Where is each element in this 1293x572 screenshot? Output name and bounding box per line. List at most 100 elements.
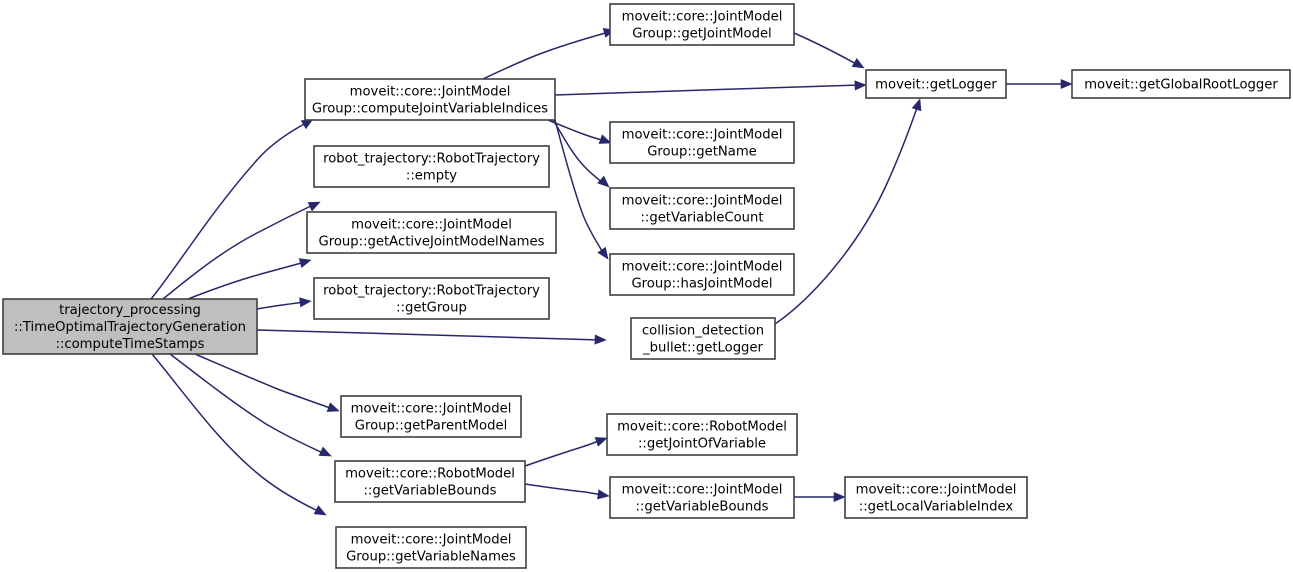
node-rect[interactable] — [1071, 69, 1291, 99]
edge-line — [524, 483, 604, 496]
node-rect[interactable] — [313, 277, 550, 320]
arrow-head-icon — [313, 505, 327, 516]
node-moveit-core-jointmodel-getlocalvariableindex[interactable]: moveit::core::JointModel::getLocalVariab… — [844, 476, 1028, 519]
edge-line — [150, 121, 309, 300]
arrow-head-icon — [307, 201, 321, 212]
node-label-line: ::getVariableBounds — [363, 484, 496, 499]
edge-line — [524, 439, 602, 467]
node-label: moveit::getLogger — [875, 78, 997, 93]
node-label-line: ::getGroup — [396, 301, 467, 316]
node-rect[interactable] — [306, 211, 557, 254]
node-collision-detection-bullet-getlogger[interactable]: collision_detection_bullet::getLogger — [630, 317, 776, 360]
edge-n15-to-n17 — [1006, 78, 1073, 90]
node-label-line: moveit::getLogger — [875, 78, 997, 93]
node-label-line: moveit::core::RobotModel — [345, 467, 515, 482]
node-rect[interactable] — [340, 395, 522, 438]
node-moveit-core-robotmodel-getjointofvariable[interactable]: moveit::core::RobotModel::getJointOfVari… — [606, 413, 798, 456]
edge-line — [554, 84, 861, 96]
node-rect[interactable] — [609, 476, 795, 519]
arrow-head-icon — [597, 246, 609, 260]
node-rect[interactable] — [609, 187, 795, 230]
node-rect[interactable] — [609, 3, 795, 46]
node-label-line: ::getVariableCount — [640, 211, 763, 226]
node-label-line: _bullet::getLogger — [642, 341, 764, 356]
node-label-line: ::empty — [406, 169, 457, 184]
edge-line — [774, 104, 919, 325]
node-moveit-getlogger[interactable]: moveit::getLogger — [865, 69, 1007, 99]
node-moveit-core-jointmodel-getvariablebounds[interactable]: moveit::core::JointModel::getVariableBou… — [609, 476, 795, 519]
node-label-line: moveit::core::JointModel — [350, 85, 511, 100]
node-robot-trajectory-robottrajectory-empty[interactable]: robot_trajectory::RobotTrajectory::empty — [313, 145, 550, 188]
arrow-head-icon — [597, 175, 610, 188]
node-label-line: moveit::core::JointModel — [351, 218, 512, 233]
node-rect[interactable] — [865, 69, 1007, 99]
node-rect[interactable] — [630, 317, 776, 360]
edge-n0-to-n6 — [169, 353, 332, 457]
node-rect[interactable] — [335, 526, 527, 569]
edge-n12-to-n15 — [774, 98, 922, 325]
node-label-line: ::TimeOptimalTrajectoryGeneration — [14, 320, 246, 335]
arrow-head-icon — [299, 297, 312, 308]
node-rect[interactable] — [609, 121, 795, 164]
node-trajectory-processing-timeoptimaltrajectorygeneration-comput[interactable]: trajectory_processing::TimeOptimalTrajec… — [2, 298, 258, 355]
node-moveit-core-robotmodel-getvariablebounds[interactable]: moveit::core::RobotModel::getVariableBou… — [334, 460, 526, 503]
arrow-head-icon — [594, 437, 608, 447]
edge-line — [552, 119, 605, 185]
node-layer: trajectory_processing::TimeOptimalTrajec… — [2, 3, 1291, 569]
node-rect[interactable] — [334, 460, 526, 503]
node-label-line: ::getLocalVariableIndex — [859, 500, 1014, 515]
edge-line — [554, 119, 605, 255]
node-label: moveit::core::RobotModel::getJointOfVari… — [617, 420, 787, 452]
node-label: moveit::core::JointModel::getVariableBou… — [622, 483, 783, 515]
node-rect[interactable] — [313, 145, 550, 188]
edge-n0-to-n12 — [256, 329, 607, 345]
arrow-head-icon — [298, 258, 312, 268]
edge-n0-to-n2 — [162, 201, 321, 300]
arrow-head-icon — [597, 489, 610, 500]
arrow-head-icon — [1060, 78, 1073, 90]
edge-layer — [150, 28, 1073, 516]
node-label: collision_detection_bullet::getLogger — [642, 324, 764, 356]
node-label-line: Group::getName — [647, 145, 757, 160]
node-label-line: trajectory_processing — [59, 303, 201, 318]
edge-n1-to-n10 — [552, 119, 610, 188]
node-rect[interactable] — [844, 476, 1028, 519]
arrow-head-icon — [318, 446, 332, 457]
node-rect[interactable] — [304, 78, 556, 121]
arrow-head-icon — [911, 98, 922, 112]
node-label: robot_trajectory::RobotTrajectory::empty — [323, 152, 540, 184]
node-label-line: ::computeTimeStamps — [55, 337, 204, 352]
arrow-head-icon — [854, 80, 867, 91]
node-robot-trajectory-robottrajectory-getgroup[interactable]: robot_trajectory::RobotTrajectory::getGr… — [313, 277, 550, 320]
edge-n0-to-n4 — [256, 297, 312, 310]
edge-n1-to-n11 — [554, 119, 609, 260]
node-label: trajectory_processing::TimeOptimalTrajec… — [14, 303, 246, 352]
node-rect[interactable] — [606, 413, 798, 456]
node-moveit-getglobalrootlogger[interactable]: moveit::getGlobalRootLogger — [1071, 69, 1291, 99]
edge-n1-to-n8 — [482, 28, 616, 80]
node-label: moveit::core::RobotModel::getVariableBou… — [345, 467, 515, 499]
edge-line — [194, 353, 334, 410]
node-label-line: moveit::core::JointModel — [622, 128, 783, 143]
node-label-line: moveit::core::JointModel — [622, 260, 783, 275]
node-rect[interactable] — [2, 298, 258, 355]
edge-line — [482, 31, 610, 80]
node-moveit-core-jointmodel-getvariablecount[interactable]: moveit::core::JointModel::getVariableCou… — [609, 187, 795, 230]
edge-line — [256, 329, 601, 341]
node-rect[interactable] — [609, 253, 795, 296]
edge-n6-to-n13 — [524, 437, 608, 467]
